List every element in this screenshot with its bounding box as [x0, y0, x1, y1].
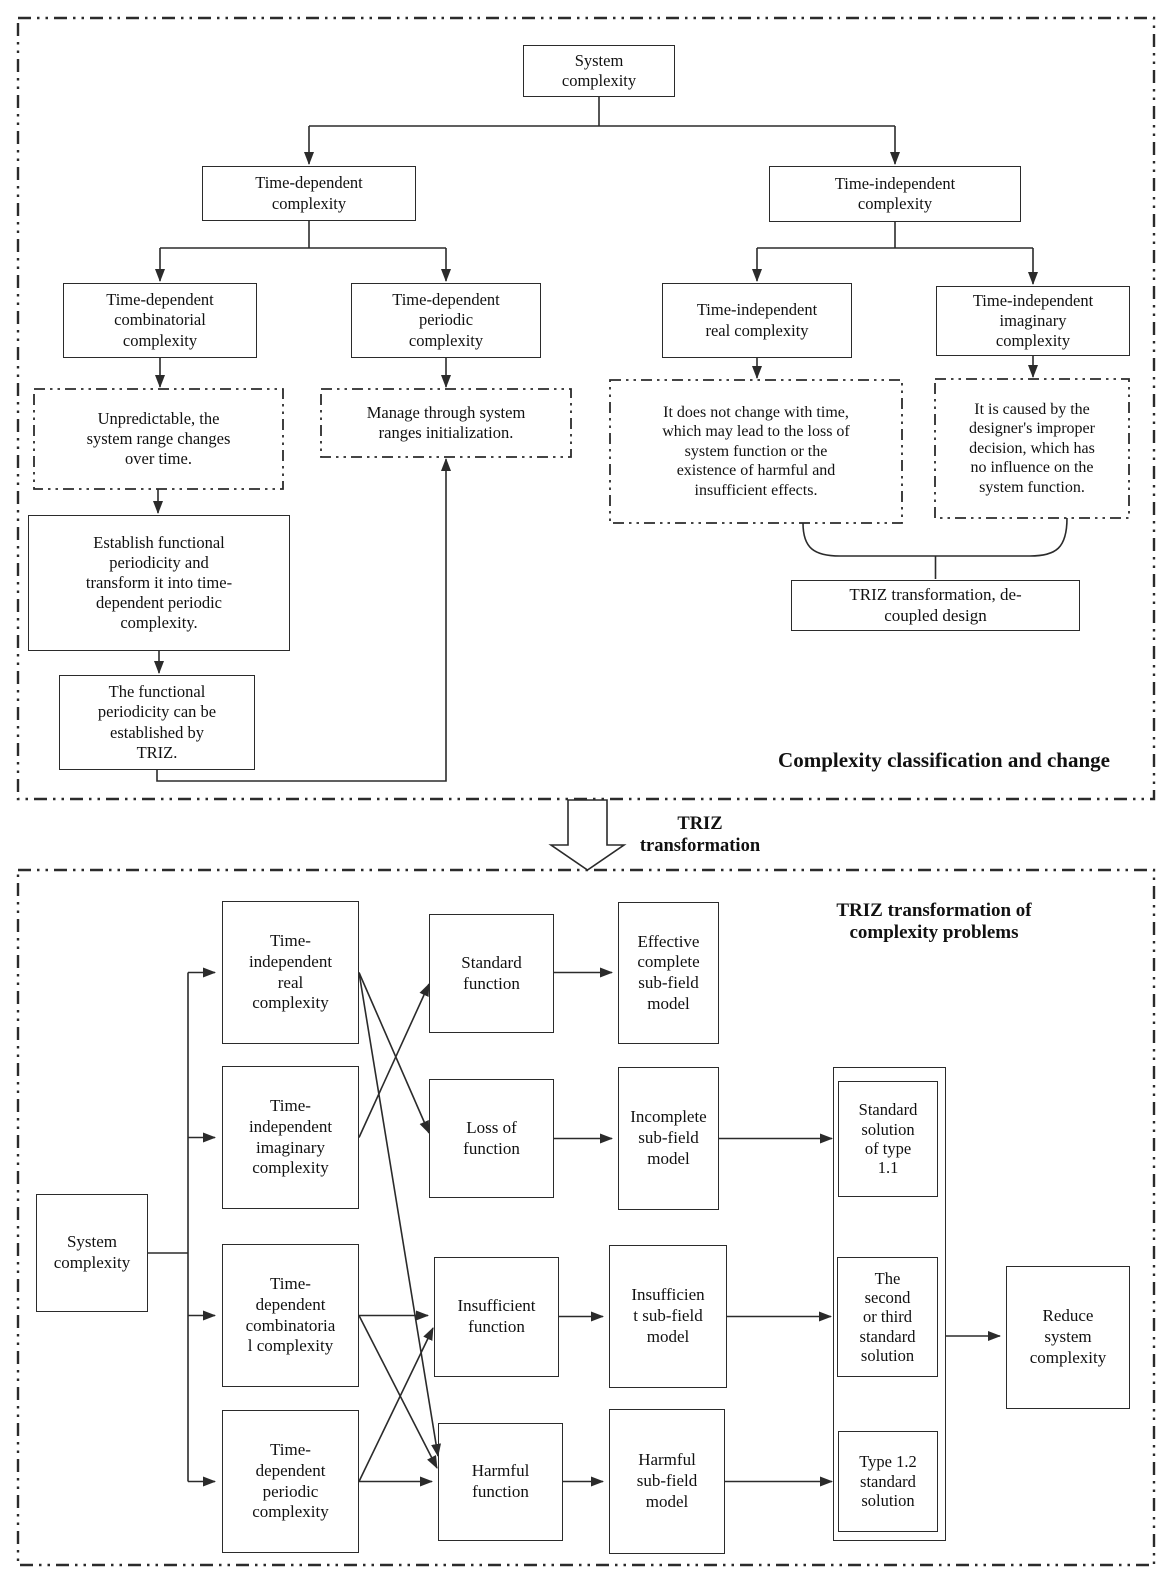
node-td-combinatorial-complexity-b: Time- dependent combinatoria l complexit… [222, 1244, 359, 1387]
node-second-third-standard-solution: The second or third standard solution [837, 1257, 938, 1377]
node-system-complexity-bottom: System complexity [36, 1194, 148, 1312]
node-periodicity-by-triz: The functional periodicity can be establ… [59, 675, 255, 770]
node-reduce-system-complexity: Reduce system complexity [1006, 1266, 1130, 1409]
node-ti-real-complexity: Time-independent real complexity [662, 283, 852, 358]
note-does-not-change: It does not change with time, which may … [662, 403, 850, 499]
node-insufficient-function: Insufficient function [434, 1257, 559, 1377]
note-caused-by-designer: It is caused by the designer's improper … [969, 400, 1095, 496]
node-td-combinatorial-complexity: Time-dependent combinatorial complexity [63, 283, 257, 358]
top-section-label: Complexity classification and change [778, 748, 1110, 773]
bottom-section-frame [16, 868, 1156, 1567]
node-td-periodic-complexity: Time-dependent periodic complexity [351, 283, 541, 358]
node-system-complexity-top: System complexity [523, 45, 675, 97]
divider-arrow-label: TRIZ transformation [639, 814, 761, 856]
note-unpredictable: Unpredictable, the system range changes … [86, 408, 231, 469]
node-standard-solution-1-1: Standard solution of type 1.1 [838, 1081, 938, 1197]
node-insufficient-subfield-model: Insufficien t sub-field model [609, 1245, 727, 1388]
node-type-1-2-standard-solution: Type 1.2 standard solution [838, 1431, 938, 1532]
node-establish-periodicity: Establish functional periodicity and tra… [28, 515, 290, 651]
node-loss-of-function: Loss of function [429, 1079, 554, 1198]
node-ti-imaginary-complexity: Time-independent imaginary complexity [936, 286, 1130, 356]
node-harmful-function: Harmful function [438, 1423, 563, 1541]
node-td-periodic-complexity-b: Time- dependent periodic complexity [222, 1410, 359, 1553]
node-harmful-subfield-model: Harmful sub-field model [609, 1409, 725, 1554]
node-time-independent-complexity: Time-independent complexity [769, 166, 1021, 222]
node-ti-real-complexity-b: Time- independent real complexity [222, 901, 359, 1044]
node-triz-decoupled-design: TRIZ transformation, de- coupled design [791, 580, 1080, 631]
note-manage-system-ranges: Manage through system ranges initializat… [366, 402, 526, 442]
node-effective-subfield-model: Effective complete sub-field model [618, 902, 719, 1044]
node-ti-imaginary-complexity-b: Time- independent imaginary complexity [222, 1066, 359, 1209]
node-standard-function: Standard function [429, 914, 554, 1033]
node-incomplete-subfield-model: Incomplete sub-field model [618, 1067, 719, 1210]
bottom-section-label: TRIZ transformation of complexity proble… [836, 899, 1032, 943]
node-time-dependent-complexity: Time-dependent complexity [202, 166, 416, 221]
